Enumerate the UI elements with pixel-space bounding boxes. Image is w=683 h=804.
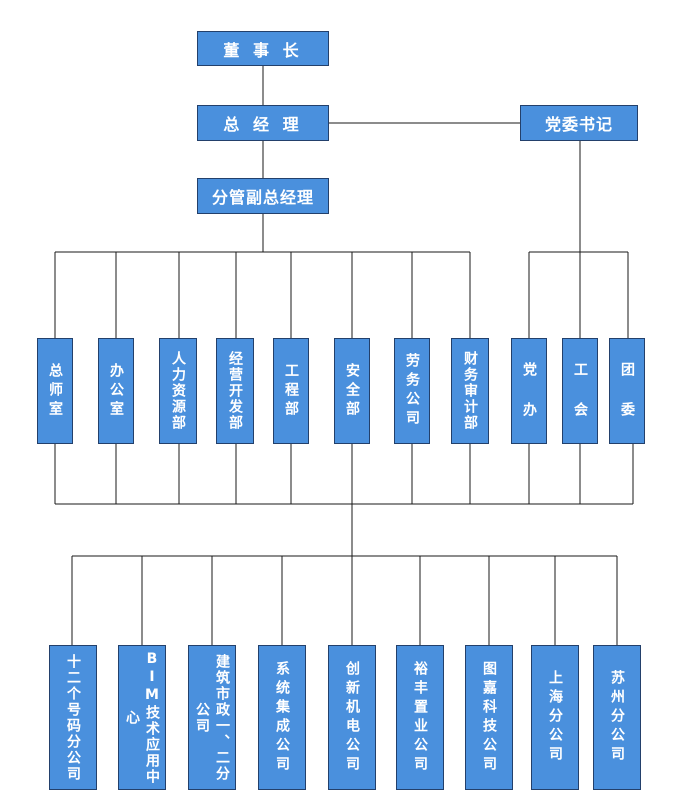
node-label: 工程部 <box>283 362 299 420</box>
node-subsidiary: BIM技术应用中心 <box>118 645 166 790</box>
node-subsidiary: 十二个号码分公司 <box>49 645 97 790</box>
node-label: 办公室 <box>108 362 124 420</box>
node-label: 财务审计部 <box>462 351 478 431</box>
node-label: 经营开发部 <box>227 351 243 431</box>
node-department: 安全部 <box>334 338 370 444</box>
node-label: 党 办 <box>521 361 537 421</box>
node-subsidiary: 图嘉科技公司 <box>465 645 513 790</box>
node-party-unit: 团 委 <box>609 338 645 444</box>
node-subsidiary: 裕丰置业公司 <box>396 645 444 790</box>
node-label: 系统集成公司 <box>274 660 290 775</box>
node-general-manager: 总 经 理 <box>197 105 329 141</box>
node-label: 劳务公司 <box>404 353 420 429</box>
node-party-secretary: 党委书记 <box>520 105 638 141</box>
node-subsidiary: 建筑市政一、二分公司 <box>188 645 236 790</box>
node-label: 总 经 理 <box>223 115 303 134</box>
node-label: 创新机电公司 <box>344 660 360 775</box>
node-subsidiary: 创新机电公司 <box>328 645 376 790</box>
node-label: 建筑市政一、二分公司 <box>194 653 230 782</box>
node-label: 裕丰置业公司 <box>412 660 428 775</box>
node-label: 苏州分公司 <box>609 670 625 765</box>
node-label: 图嘉科技公司 <box>481 660 497 775</box>
node-department: 办公室 <box>98 338 134 444</box>
node-label: BIM技术应用中心 <box>124 650 160 785</box>
node-department: 财务审计部 <box>451 338 489 444</box>
node-label: 人力资源部 <box>170 351 186 431</box>
node-department: 工程部 <box>273 338 309 444</box>
node-label: 上海分公司 <box>547 670 563 765</box>
node-label: 安全部 <box>344 362 360 420</box>
node-label: 十二个号码分公司 <box>65 653 81 782</box>
node-label: 党委书记 <box>544 115 613 134</box>
node-label: 董 事 长 <box>223 40 303 60</box>
node-deputy-gm: 分管副总经理 <box>197 178 329 214</box>
node-department: 人力资源部 <box>159 338 197 444</box>
node-department: 经营开发部 <box>216 338 254 444</box>
node-label: 团 委 <box>619 361 635 421</box>
node-department: 劳务公司 <box>394 338 430 444</box>
node-label: 工 会 <box>572 361 588 421</box>
node-party-unit: 工 会 <box>562 338 598 444</box>
node-subsidiary: 系统集成公司 <box>258 645 306 790</box>
node-party-unit: 党 办 <box>511 338 547 444</box>
node-chairman: 董 事 长 <box>197 31 329 66</box>
node-subsidiary: 上海分公司 <box>531 645 579 790</box>
node-department: 总师室 <box>37 338 73 444</box>
node-label: 总师室 <box>47 362 63 420</box>
node-label: 分管副总经理 <box>211 188 314 207</box>
node-subsidiary: 苏州分公司 <box>593 645 641 790</box>
